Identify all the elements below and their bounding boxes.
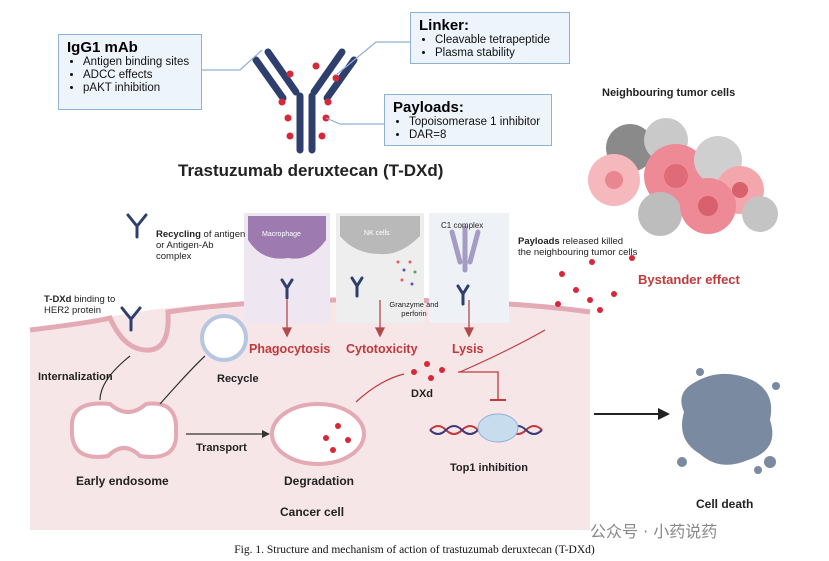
granzyme-dots — [396, 260, 417, 286]
degradation-label: Degradation — [284, 474, 355, 488]
figure-caption: Fig. 1. Structure and mechanism of actio… — [234, 544, 595, 556]
igg1-title: IgG1 mAb — [67, 39, 138, 56]
bystander-arrow — [459, 329, 546, 373]
internalization-label: Internalization — [38, 371, 113, 383]
early-endosome-label: Early endosome — [76, 474, 169, 488]
top1-label: Top1 inhibition — [450, 462, 528, 474]
c1-complex-label: C1 complex — [441, 221, 484, 230]
recycling-label: Recycling of antigen or Antigen-Ab compl… — [156, 229, 246, 262]
tdxd-antibody-large — [252, 48, 358, 154]
nk-cell-icon — [340, 216, 420, 255]
igg1-item: ADCC effects — [83, 69, 193, 82]
payloads-item: Topoisomerase 1 inhibitor — [409, 116, 543, 129]
immune-arrows — [281, 300, 475, 338]
dxd-arrow — [355, 373, 405, 403]
dead-cell — [677, 368, 780, 474]
dxd-label: DXd — [411, 388, 433, 400]
lysis-label: Lysis — [452, 342, 484, 356]
early-endosome — [69, 401, 179, 459]
degradation-vesicle — [270, 402, 366, 466]
cytotoxicity-label: Cytotoxicity — [346, 342, 418, 356]
inhibit-line — [458, 371, 499, 400]
igg1-item: Antigen binding sites — [83, 56, 193, 69]
linker-title: Linker: — [419, 17, 470, 34]
bystander-payloads — [555, 255, 635, 313]
macrophage-label: Macrophage — [262, 231, 301, 238]
phagocytosis-label: Phagocytosis — [249, 342, 331, 356]
tumor-cell-cluster — [588, 118, 778, 236]
payloads-item: DAR=8 — [409, 129, 543, 142]
cancer-cell-label: Cancer cell — [280, 505, 345, 519]
top1-enzyme — [477, 413, 519, 443]
watermark: 公众号 · 小药说药 — [590, 522, 718, 541]
main-title: Trastuzumab deruxtecan (T-DXd) — [178, 161, 444, 180]
recycle-label: Recycle — [217, 373, 259, 385]
payloads-box: Payloads: Topoisomerase 1 inhibitor DAR=… — [384, 94, 552, 146]
igg1-item: pAKT inhibition — [83, 82, 193, 95]
tdxd-binding-label: T-DXd binding to HER2 protein — [44, 294, 116, 316]
linker-box: Linker: Cleavable tetrapeptide Plasma st… — [410, 12, 570, 64]
cell-death-label: Cell death — [696, 497, 754, 511]
recycle-vesicle — [200, 314, 248, 362]
process-arrows — [99, 355, 262, 435]
linker-item: Plasma stability — [435, 47, 561, 60]
neighbouring-label: Neighbouring tumor cells — [602, 87, 736, 99]
payloads-released-label: Payloads released killed the neighbourin… — [518, 236, 638, 258]
payloads-title: Payloads: — [393, 99, 464, 116]
nk-cells-label: NK cells — [364, 230, 390, 237]
bystander-label: Bystander effect — [638, 272, 740, 287]
payload-stars — [278, 62, 340, 140]
c1-complex-icon — [449, 225, 481, 273]
igg1-box: IgG1 mAb Antigen binding sites ADCC effe… — [58, 34, 202, 110]
transport-label: Transport — [196, 442, 247, 454]
dxd-dots — [411, 361, 445, 381]
box-connectors — [202, 41, 410, 125]
degradation-payloads — [323, 423, 351, 453]
linker-item: Cleavable tetrapeptide — [435, 34, 561, 47]
granzyme-label: Granzyme and perforin — [389, 300, 439, 318]
macrophage-icon — [248, 216, 326, 259]
